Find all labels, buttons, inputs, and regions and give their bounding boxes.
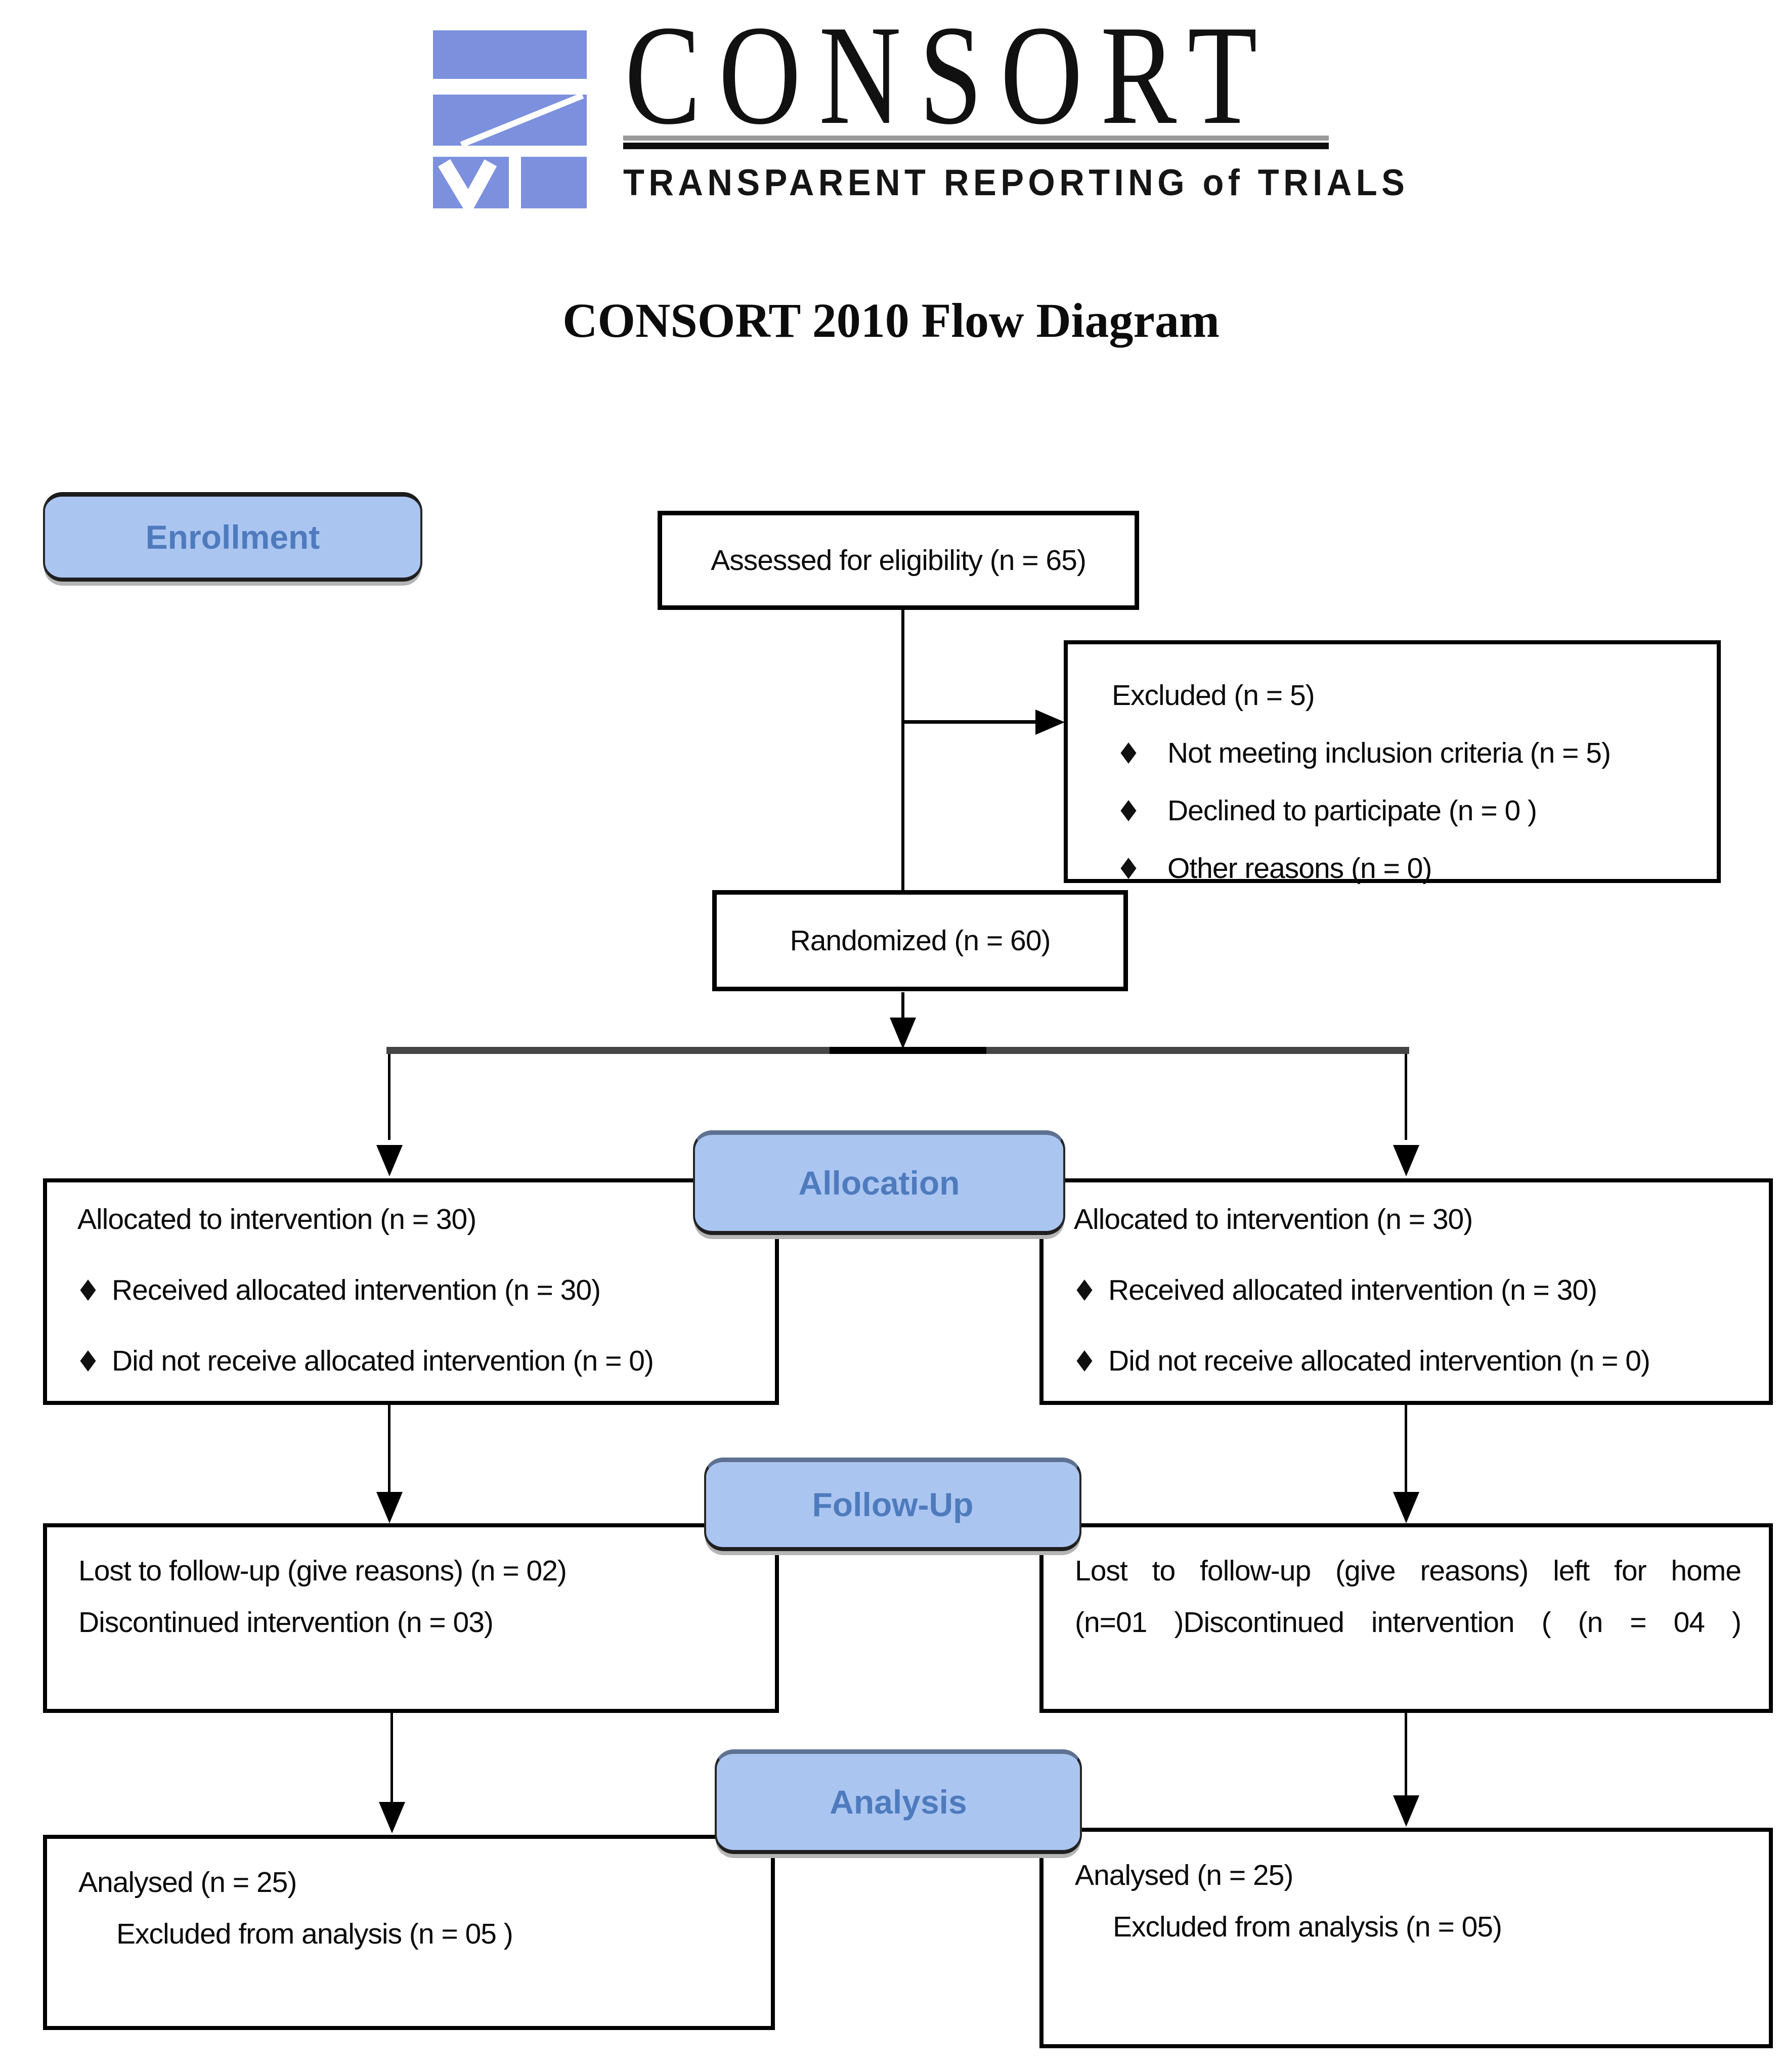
allocation-right-bullet-2: Did not receive allocated intervention (… <box>1074 1345 1749 1377</box>
connector-split-to-allocation-right <box>1405 1054 1407 1140</box>
stage-label-followup: Follow-Up <box>704 1458 1081 1551</box>
stage-label-enrollment: Enrollment <box>43 492 422 582</box>
arrowhead-analysis-left-icon <box>379 1802 405 1833</box>
bullet-diamond-icon <box>1120 800 1137 822</box>
stage-label-analysis-text: Analysis <box>830 1783 967 1821</box>
box-followup-right: Lost to follow-up (give reasons) left fo… <box>1039 1523 1773 1713</box>
box-followup-left: Lost to follow-up (give reasons) (n = 02… <box>43 1523 779 1713</box>
stage-label-allocation: Allocation <box>693 1130 1065 1235</box>
logo-check-icon <box>438 159 497 212</box>
consort-logo: CONSORT TRANSPARENT REPORTING of TRIALS <box>0 0 1782 238</box>
logo-tagline: TRANSPARENT REPORTING of TRIALS <box>623 162 1409 203</box>
box-assessed-eligibility: Assessed for eligibility (n = 65) <box>658 511 1139 610</box>
box-allocation-left: Allocated to intervention (n = 30) Recei… <box>43 1178 779 1405</box>
logo-slash-icon <box>460 93 584 148</box>
connector-allocation-to-followup-right <box>1405 1405 1407 1494</box>
excluded-title: Excluded (n = 5) <box>1112 679 1315 712</box>
logo-brand-text: CONSORT <box>625 0 1275 154</box>
bullet-diamond-icon <box>1076 1279 1093 1301</box>
box-analysis-left: Analysed (n = 25) Excluded from analysis… <box>43 1835 775 2030</box>
allocation-left-title: Allocated to intervention (n = 30) <box>77 1203 476 1236</box>
connector-followup-to-analysis-right <box>1405 1713 1407 1797</box>
connector-allocation-to-followup-left <box>388 1405 390 1494</box>
excluded-bullet-1-text: Not meeting inclusion criteria (n = 5) <box>1167 737 1611 769</box>
connector-assessed-to-randomized <box>901 609 904 891</box>
stage-label-followup-text: Follow-Up <box>812 1486 974 1523</box>
allocation-left-bullet-2-text: Did not receive allocated intervention (… <box>112 1345 654 1377</box>
box-allocation-right: Allocated to intervention (n = 30) Recei… <box>1039 1178 1773 1405</box>
allocation-right-title: Allocated to intervention (n = 30) <box>1074 1203 1473 1236</box>
assessed-text: Assessed for eligibility (n = 65) <box>711 544 1086 577</box>
page-title: CONSORT 2010 Flow Diagram <box>562 293 1220 347</box>
stage-label-enrollment-text: Enrollment <box>145 518 320 556</box>
followup-left-line-1: Lost to follow-up (give reasons) (n = 02… <box>78 1555 567 1587</box>
allocation-left-bullet-1-text: Received allocated intervention (n = 30) <box>112 1274 601 1306</box>
analysis-left-line-1: Analysed (n = 25) <box>78 1866 297 1899</box>
allocation-right-bullet-2-text: Did not receive allocated intervention (… <box>1108 1345 1650 1377</box>
box-randomized: Randomized (n = 60) <box>712 890 1128 991</box>
allocation-right-bullet-1: Received allocated intervention (n = 30) <box>1074 1274 1749 1306</box>
followup-right-line-1: Lost to follow-up (give reasons) left fo… <box>1075 1555 1742 1587</box>
logo-square-top <box>433 30 587 79</box>
stage-label-allocation-text: Allocation <box>798 1164 960 1202</box>
split-bar-center <box>830 1047 986 1054</box>
followup-left-line-2: Discontinued intervention (n = 03) <box>78 1606 494 1639</box>
excluded-bullet-3-text: Other reasons (n = 0) <box>1167 852 1432 885</box>
arrowhead-allocation-right-icon <box>1393 1145 1419 1176</box>
connector-branch-to-excluded <box>901 720 1037 724</box>
allocation-right-bullet-1-text: Received allocated intervention (n = 30) <box>1108 1274 1597 1306</box>
arrowhead-analysis-right-icon <box>1393 1795 1419 1827</box>
excluded-bullet-2-text: Declined to participate (n = 0 ) <box>1167 795 1537 827</box>
analysis-left-line-2: Excluded from analysis (n = 05 ) <box>116 1918 513 1950</box>
bullet-diamond-icon <box>1120 857 1137 879</box>
logo-square-bottom-right <box>521 157 587 208</box>
analysis-right-line-2: Excluded from analysis (n = 05) <box>1113 1911 1502 1943</box>
bullet-diamond-icon <box>80 1279 96 1301</box>
allocation-left-bullet-1: Received allocated intervention (n = 30) <box>77 1274 755 1306</box>
bullet-diamond-icon <box>1120 742 1137 764</box>
logo-divider-black <box>623 143 1329 149</box>
box-excluded: Excluded (n = 5) Not meeting inclusion c… <box>1064 640 1721 884</box>
consort-logo-mark <box>433 30 587 212</box>
arrowhead-allocation-left-icon <box>376 1145 403 1176</box>
arrowhead-followup-right-icon <box>1393 1492 1419 1523</box>
connector-randomized-to-split <box>901 992 904 1021</box>
randomized-text: Randomized (n = 60) <box>790 924 1051 957</box>
arrowhead-into-split-icon <box>890 1018 916 1049</box>
followup-right-line-2: (n=01 )Discontinued intervention ( (n = … <box>1075 1606 1742 1639</box>
allocation-left-bullet-2: Did not receive allocated intervention (… <box>77 1345 755 1377</box>
connector-followup-to-analysis-left <box>390 1713 393 1803</box>
box-analysis-right: Analysed (n = 25) Excluded from analysis… <box>1039 1828 1773 2048</box>
stage-label-analysis: Analysis <box>715 1749 1082 1854</box>
analysis-right-line-1: Analysed (n = 25) <box>1075 1859 1293 1891</box>
arrowhead-followup-left-icon <box>376 1492 403 1523</box>
excluded-bullet-3: Other reasons (n = 0) <box>1112 853 1691 884</box>
arrowhead-into-excluded-icon <box>1035 710 1065 735</box>
excluded-bullet-1: Not meeting inclusion criteria (n = 5) <box>1112 737 1691 769</box>
excluded-bullet-2: Declined to participate (n = 0 ) <box>1112 795 1691 826</box>
logo-divider-gray <box>623 136 1329 141</box>
bullet-diamond-icon <box>80 1350 96 1372</box>
connector-split-to-allocation-left <box>388 1054 390 1140</box>
bullet-diamond-icon <box>1076 1350 1093 1372</box>
